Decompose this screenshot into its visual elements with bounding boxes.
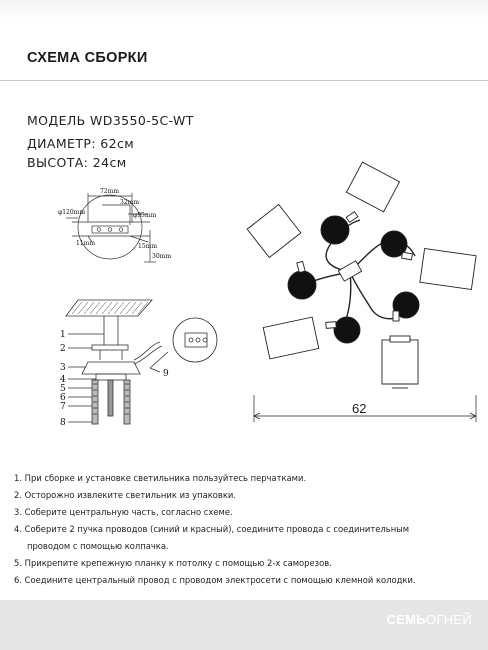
footer-bar xyxy=(0,600,488,650)
brand-part-2: ОГНЕЙ xyxy=(425,612,472,627)
height-spec: ВЫСОТА: 24см xyxy=(27,155,127,170)
instruction-steps: 1. При сборке и установке светильника по… xyxy=(14,470,479,589)
part-number-1: 1 xyxy=(60,330,66,340)
chandelier-top-view xyxy=(246,161,477,422)
page-title: СХЕМА СБОРКИ xyxy=(27,50,148,66)
part-number-3: 3 xyxy=(60,363,66,373)
step-6: 6. Соедините центральный провод с провод… xyxy=(14,575,416,585)
step-2: 2. Осторожно извлеките светильник из упа… xyxy=(14,490,236,500)
part-number-5: 5 xyxy=(60,384,66,394)
brand-part-1: СЕМЬ xyxy=(386,612,426,627)
dim-30: 30mm xyxy=(152,253,171,260)
dim-15: 15mm xyxy=(138,243,157,250)
assembly-drawing: 72mm 32mm φ120mm φ95mm 11mm 15mm 30mm xyxy=(58,161,477,428)
model-spec: МОДЕЛЬ WD3550-5C-WT xyxy=(27,113,194,128)
step-4-line-2: проводом с помощью колпачка. xyxy=(27,541,169,551)
part-number-9: 9 xyxy=(163,369,169,379)
step-5: 5. Прикрепите крепежную планку к потолку… xyxy=(14,558,332,568)
dim-95: φ95mm xyxy=(133,212,157,219)
dim-32: 32mm xyxy=(120,199,139,206)
top-view-diameter-label: 62 xyxy=(352,401,366,416)
step-1: 1. При сборке и установке светильника по… xyxy=(14,473,307,483)
step-4-line-1: 4. Соберите 2 пучка проводов (синий и кр… xyxy=(14,524,410,534)
diameter-spec: ДИАМЕТР: 62см xyxy=(27,136,135,151)
part-number-7: 7 xyxy=(60,402,66,412)
canopy-dimension-diagram xyxy=(66,193,156,263)
part-number-4: 4 xyxy=(60,375,66,385)
title-divider xyxy=(0,80,488,81)
step-3: 3. Соберите центральную часть, согласно … xyxy=(14,507,233,517)
exploded-assembly-diagram xyxy=(65,299,218,425)
dim-72: 72mm xyxy=(100,188,119,195)
dim-11: 11mm xyxy=(76,240,95,247)
part-number-6: 6 xyxy=(60,393,66,403)
brand-logo: СЕМЬОГНЕЙ xyxy=(387,612,473,627)
dim-120: φ120mm xyxy=(58,209,85,216)
part-number-8: 8 xyxy=(60,418,66,428)
part-number-2: 2 xyxy=(60,344,66,354)
step-4: 4. Соберите 2 пучка проводов (синий и кр… xyxy=(14,521,479,555)
